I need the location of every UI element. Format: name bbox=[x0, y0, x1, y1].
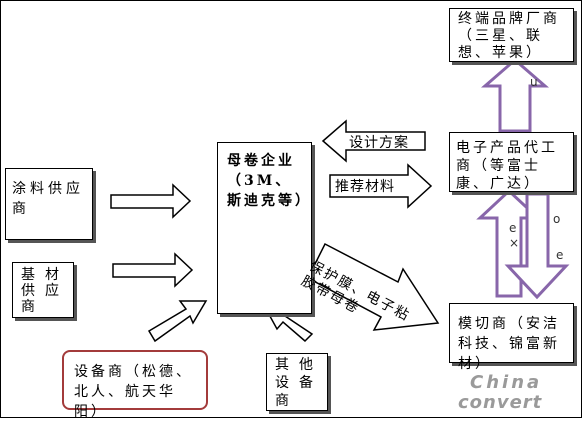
arrow-coating-to-core bbox=[110, 183, 192, 219]
stray-mark-o: o bbox=[553, 212, 561, 226]
arrow-products-to-diecutter bbox=[307, 242, 440, 331]
substrate-supplier-box: 基材供应商 bbox=[12, 262, 74, 318]
watermark-top: China bbox=[470, 372, 543, 393]
die-cutter-box: 模切商（安洁科技、锦富新材） bbox=[449, 303, 574, 372]
arrow-substrate-to-core bbox=[112, 252, 194, 288]
arrow-recommend-material bbox=[329, 163, 433, 209]
stray-mark-x: × bbox=[509, 236, 520, 250]
arrow-oem-to-diecutter bbox=[504, 192, 570, 300]
substrate-supplier-label: 基材供应商 bbox=[21, 267, 69, 315]
arrow-oem-to-brand bbox=[480, 58, 550, 133]
design-scheme-label: 设计方案 bbox=[349, 135, 409, 151]
other-equipment-box: 其他设备商 bbox=[266, 353, 328, 411]
coating-supplier-label: 涂料供应商 bbox=[12, 181, 84, 217]
terminal-brand-label: 终端品牌厂商（三星、联想、苹果） bbox=[458, 11, 560, 61]
die-cutter-label: 模切商（安洁科技、锦富新材） bbox=[458, 316, 560, 372]
watermark-bottom: convert bbox=[458, 392, 543, 413]
oem-box: 电子产品代工商（等富士康、广达） bbox=[449, 132, 574, 192]
core-enterprise-label: 母卷企业（3M、斯迪克等） bbox=[227, 153, 312, 209]
core-enterprise-box: 母卷企业（3M、斯迪克等） bbox=[217, 142, 312, 314]
other-equipment-label: 其他设备商 bbox=[275, 357, 323, 409]
stray-mark-e-2: e bbox=[556, 248, 564, 262]
arrow-diecutter-to-oem bbox=[476, 188, 542, 298]
recommend-material-label: 推荐材料 bbox=[335, 179, 395, 195]
arrow-design-scheme bbox=[321, 119, 426, 163]
coating-supplier-box: 涂料供应商 bbox=[5, 168, 93, 240]
terminal-brand-box: 终端品牌厂商（三星、联想、苹果） bbox=[449, 8, 574, 62]
equipment-supplier-box: 设备商（松德、北人、航天华阳） bbox=[62, 350, 208, 420]
stray-mark-u: u bbox=[530, 75, 538, 89]
arrow-equipment-to-core bbox=[147, 300, 208, 343]
equipment-supplier-label: 设备商（松德、北人、航天华阳） bbox=[74, 364, 193, 420]
stray-mark-e-1: e bbox=[509, 221, 517, 235]
oem-label: 电子产品代工商（等富士康、广达） bbox=[456, 140, 558, 192]
